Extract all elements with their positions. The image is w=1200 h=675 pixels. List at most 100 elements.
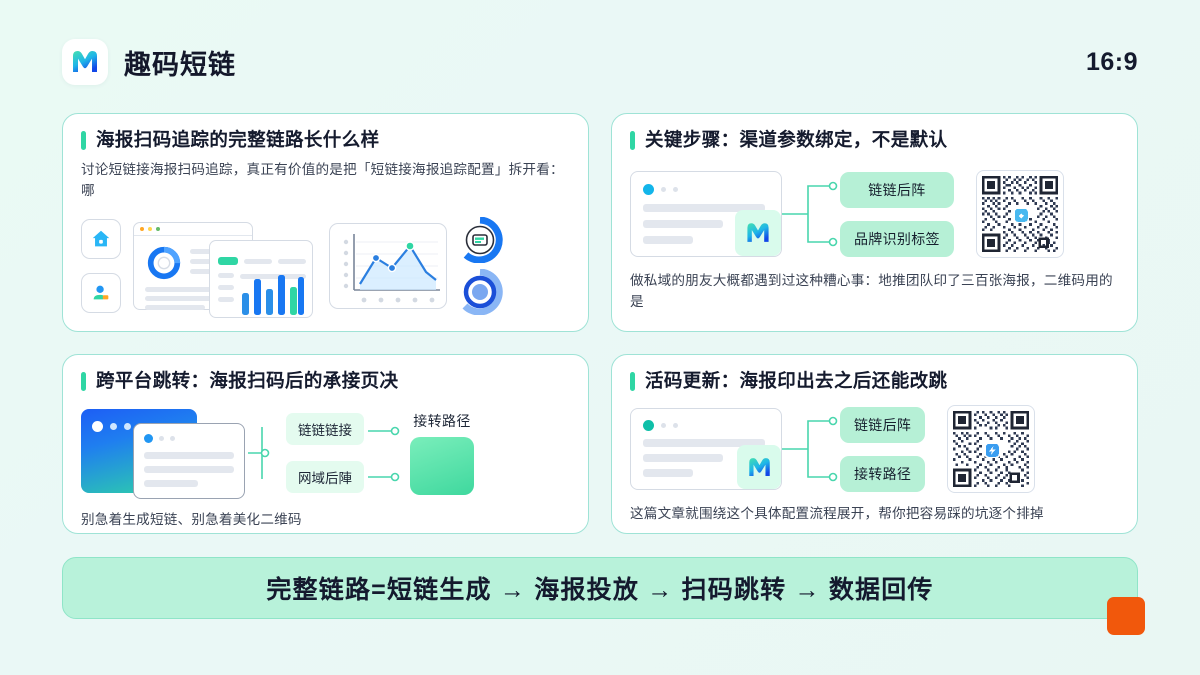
- window-titlebar: [134, 223, 252, 236]
- card-subtitle: 讨论短链接海报扫码追踪，真正有价值的是把「短链接海报追踪配置」拆开看：哪: [81, 162, 564, 199]
- title-accent-bar: [630, 371, 635, 391]
- branch-connector: [248, 427, 270, 480]
- skeleton-line: [145, 287, 239, 292]
- dashboard-window-front: [209, 240, 313, 318]
- result-label: 接转路径: [413, 413, 471, 430]
- skeleton-line: [190, 249, 224, 254]
- m-logo-badge: [735, 210, 781, 257]
- browser-card-qr-illustration: 链链后阵 品牌识别标签: [630, 164, 1119, 264]
- skeleton-line: [643, 220, 723, 229]
- brand-logo: [62, 39, 108, 85]
- card-title: 活码更新：海报印出去之后还能改跳: [630, 369, 1119, 393]
- dashboard-charts-illustration: [81, 212, 578, 320]
- skeleton-line: [145, 296, 225, 301]
- card-title: 关键步骤：渠道参数绑定，不是默认: [630, 128, 1119, 152]
- window-dot-blue: [643, 184, 654, 196]
- skeleton-line: [643, 204, 765, 213]
- title-accent-bar: [81, 130, 86, 150]
- card-key-steps[interactable]: 关键步骤：渠道参数绑定，不是默认: [611, 113, 1138, 332]
- m-logo-icon: [748, 457, 770, 476]
- line-chart-icon: [343, 234, 440, 303]
- window-titlebar: [210, 241, 312, 251]
- result-swatch: [410, 437, 474, 496]
- status-badge: [218, 257, 238, 265]
- skeleton-line: [643, 439, 765, 448]
- skeleton-line: [643, 469, 693, 478]
- skeleton-line: [244, 259, 272, 264]
- chip-item[interactable]: 网域后陣: [286, 461, 364, 494]
- result-block: 接转路径: [410, 411, 474, 496]
- gradient-window-stack: [81, 407, 246, 500]
- icon-tile-group: [81, 219, 121, 313]
- card-grid: 海报扫码追踪的完整链路长什么样 讨论短链接海报扫码追踪，真正有价值的是把「短链接…: [62, 113, 1138, 534]
- card-footer: 这篇文章就围绕这个具体配置流程展开，帮你把容易踩的坑逐个排掉: [630, 506, 1044, 522]
- skeleton-line: [218, 273, 234, 278]
- qr-code[interactable]: [975, 170, 1064, 259]
- result-connector: [368, 426, 400, 482]
- donut-chart-icon: [147, 246, 181, 280]
- chip-item[interactable]: 链链后阵: [840, 171, 954, 208]
- qr-code-pattern: [981, 176, 1058, 253]
- window-dots: [92, 421, 131, 433]
- chip-item[interactable]: 接转路径: [840, 455, 926, 492]
- window-dot-yellow: [148, 227, 152, 231]
- skeleton-line: [643, 236, 693, 245]
- brand-title: 趣码短链: [124, 49, 236, 80]
- bar-chart-icon: [242, 275, 304, 315]
- qr-center-logo: [984, 442, 1001, 459]
- m-logo-icon: [747, 223, 769, 242]
- chip-item[interactable]: 链链后阵: [840, 406, 926, 443]
- window-dot-blue: [144, 434, 153, 444]
- skeleton-line: [218, 297, 234, 302]
- chip-item[interactable]: 链链链接: [286, 413, 364, 446]
- window-dot-grey: [159, 436, 164, 442]
- window-dots: [144, 434, 175, 444]
- window-dot-grey: [673, 187, 678, 193]
- skeleton-line: [190, 259, 224, 264]
- card-footer: 别急着生成短链、别急着美化二维码: [81, 512, 302, 528]
- branch-connector: [782, 416, 838, 482]
- window-stack-illustration: 链链链接 网域后陣 接转路径: [81, 407, 570, 500]
- window-dot-grey: [661, 187, 666, 193]
- summary-banner-text: 完整链路=短链生成 → 海报投放 → 扫码跳转 → 数据回传: [266, 576, 934, 604]
- qr-code-pattern: [953, 411, 1030, 488]
- card-link-path[interactable]: 海报扫码追踪的完整链路长什么样 讨论短链接海报扫码追踪，真正有价值的是把「短链接…: [62, 113, 589, 332]
- home-icon-tile: [81, 219, 121, 259]
- skeleton-line: [144, 466, 234, 474]
- ring-icon-group: [457, 217, 503, 315]
- skeleton-line: [643, 454, 723, 463]
- target-ring-icon: [462, 269, 503, 315]
- card-cross-platform[interactable]: 跨平台跳转：海报扫码后的承接页决: [62, 354, 589, 534]
- chip-item[interactable]: 品牌识别标签: [840, 220, 954, 257]
- gradient-window-front: [133, 423, 245, 500]
- card-live-code[interactable]: 活码更新：海报印出去之后还能改跳: [611, 354, 1138, 534]
- skeleton-line: [144, 452, 234, 460]
- qr-code[interactable]: [947, 405, 1036, 494]
- card-title-text: 关键步骤：渠道参数绑定，不是默认: [645, 129, 948, 150]
- m-logo-icon: [73, 51, 97, 72]
- dashboard-window-stack: [133, 218, 313, 318]
- card-title-text: 活码更新：海报印出去之后还能改跳: [645, 370, 948, 391]
- qr-center-logo: [1013, 207, 1029, 224]
- skeleton-line: [190, 269, 216, 274]
- window-dot-grey: [170, 436, 175, 442]
- card-title-text: 海报扫码追踪的完整链路长什么样: [96, 129, 380, 150]
- title-accent-bar: [630, 130, 635, 150]
- summary-banner: 完整链路=短链生成 → 海报投放 → 扫码跳转 → 数据回传: [62, 557, 1138, 619]
- browser-mock: [630, 408, 782, 491]
- card-title: 跨平台跳转：海报扫码后的承接页决: [81, 369, 570, 393]
- chip-group: 链链链接 网域后陣: [286, 413, 364, 494]
- window-dot-white: [92, 421, 103, 433]
- m-logo-badge: [737, 445, 781, 490]
- line-chart-card: [329, 223, 447, 309]
- skeleton-line: [240, 274, 306, 279]
- card-footer: 做私域的朋友大概都遇到过这种糟心事：地推团队印了三百张海报，二维码用的是: [630, 273, 1113, 310]
- skeleton-line: [144, 480, 198, 488]
- accent-square: [1107, 597, 1145, 635]
- browser-mock: [630, 171, 782, 258]
- window-dot-light: [124, 423, 131, 431]
- window-dot-light: [110, 423, 117, 431]
- window-dot-teal: [643, 420, 654, 432]
- title-accent-bar: [81, 371, 86, 391]
- card-ring-icon: [463, 217, 503, 263]
